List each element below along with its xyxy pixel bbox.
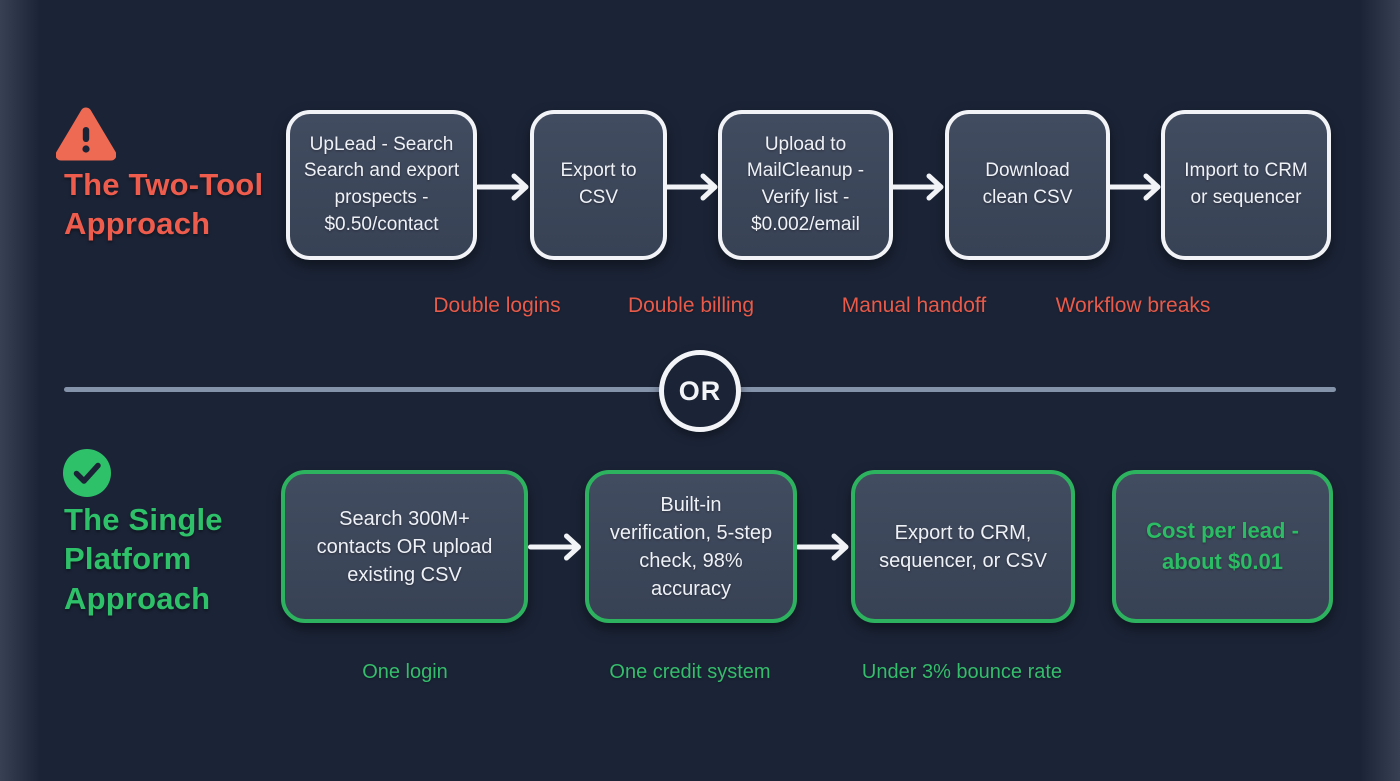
flow-step-box: Export to CRM, sequencer, or CSV xyxy=(851,470,1075,623)
flow-step-box-highlight: Cost per lead - about $0.01 xyxy=(1112,470,1333,623)
flow-step-box: Built-in verification, 5-step check, 98%… xyxy=(585,470,797,623)
flow-step-label: Download clean CSV xyxy=(982,160,1073,208)
flow-step-label: Built-in verification, 5-step check, 98%… xyxy=(609,493,773,600)
flow-step-label: Search 300M+ contacts OR upload existing… xyxy=(316,507,493,586)
two-tool-approach-title: The Two-Tool Approach xyxy=(64,167,264,242)
or-badge: OR xyxy=(659,350,741,432)
arrow-right-icon xyxy=(666,170,720,204)
pain-point-label: Double logins xyxy=(433,294,561,317)
single-platform-approach-title: The Single Platform Approach xyxy=(64,502,223,616)
flow-step-box: Download clean CSV xyxy=(945,110,1110,260)
flow-step-box: UpLead - Search Search and export prospe… xyxy=(286,110,477,260)
flow-step-label: UpLead - Search Search and export prospe… xyxy=(303,133,460,235)
arrow-right-icon xyxy=(1109,170,1163,204)
pain-point-label: Manual handoff xyxy=(841,294,987,317)
arrow-right-icon xyxy=(477,170,531,204)
flow-step-label: Import to CRM or sequencer xyxy=(1184,160,1308,208)
flow-step-box: Upload to MailCleanup - Verify list - $0… xyxy=(718,110,893,260)
flow-step-label: Export to CRM, sequencer, or CSV xyxy=(879,521,1047,572)
check-circle-icon xyxy=(62,448,112,498)
or-label: OR xyxy=(678,375,722,406)
flow-step-box: Export to CSV xyxy=(530,110,667,260)
pain-point-label: Workflow breaks xyxy=(1055,294,1211,317)
flow-step-label: Upload to MailCleanup - Verify list - $0… xyxy=(746,133,865,235)
flow-step-box: Search 300M+ contacts OR upload existing… xyxy=(281,470,528,623)
benefit-label: One credit system xyxy=(609,661,771,683)
benefit-label: Under 3% bounce rate xyxy=(861,661,1063,683)
benefit-label: One login xyxy=(362,661,448,683)
arrow-right-icon xyxy=(528,530,585,564)
warning-triangle-icon xyxy=(55,106,117,162)
arrow-right-icon xyxy=(797,530,851,564)
pain-point-label: Double billing xyxy=(627,294,755,317)
flow-step-label: Cost per lead - about $0.01 xyxy=(1146,517,1299,574)
flow-step-box: Import to CRM or sequencer xyxy=(1161,110,1331,260)
flow-step-label: Export to CSV xyxy=(560,160,637,208)
arrow-right-icon xyxy=(892,170,946,204)
